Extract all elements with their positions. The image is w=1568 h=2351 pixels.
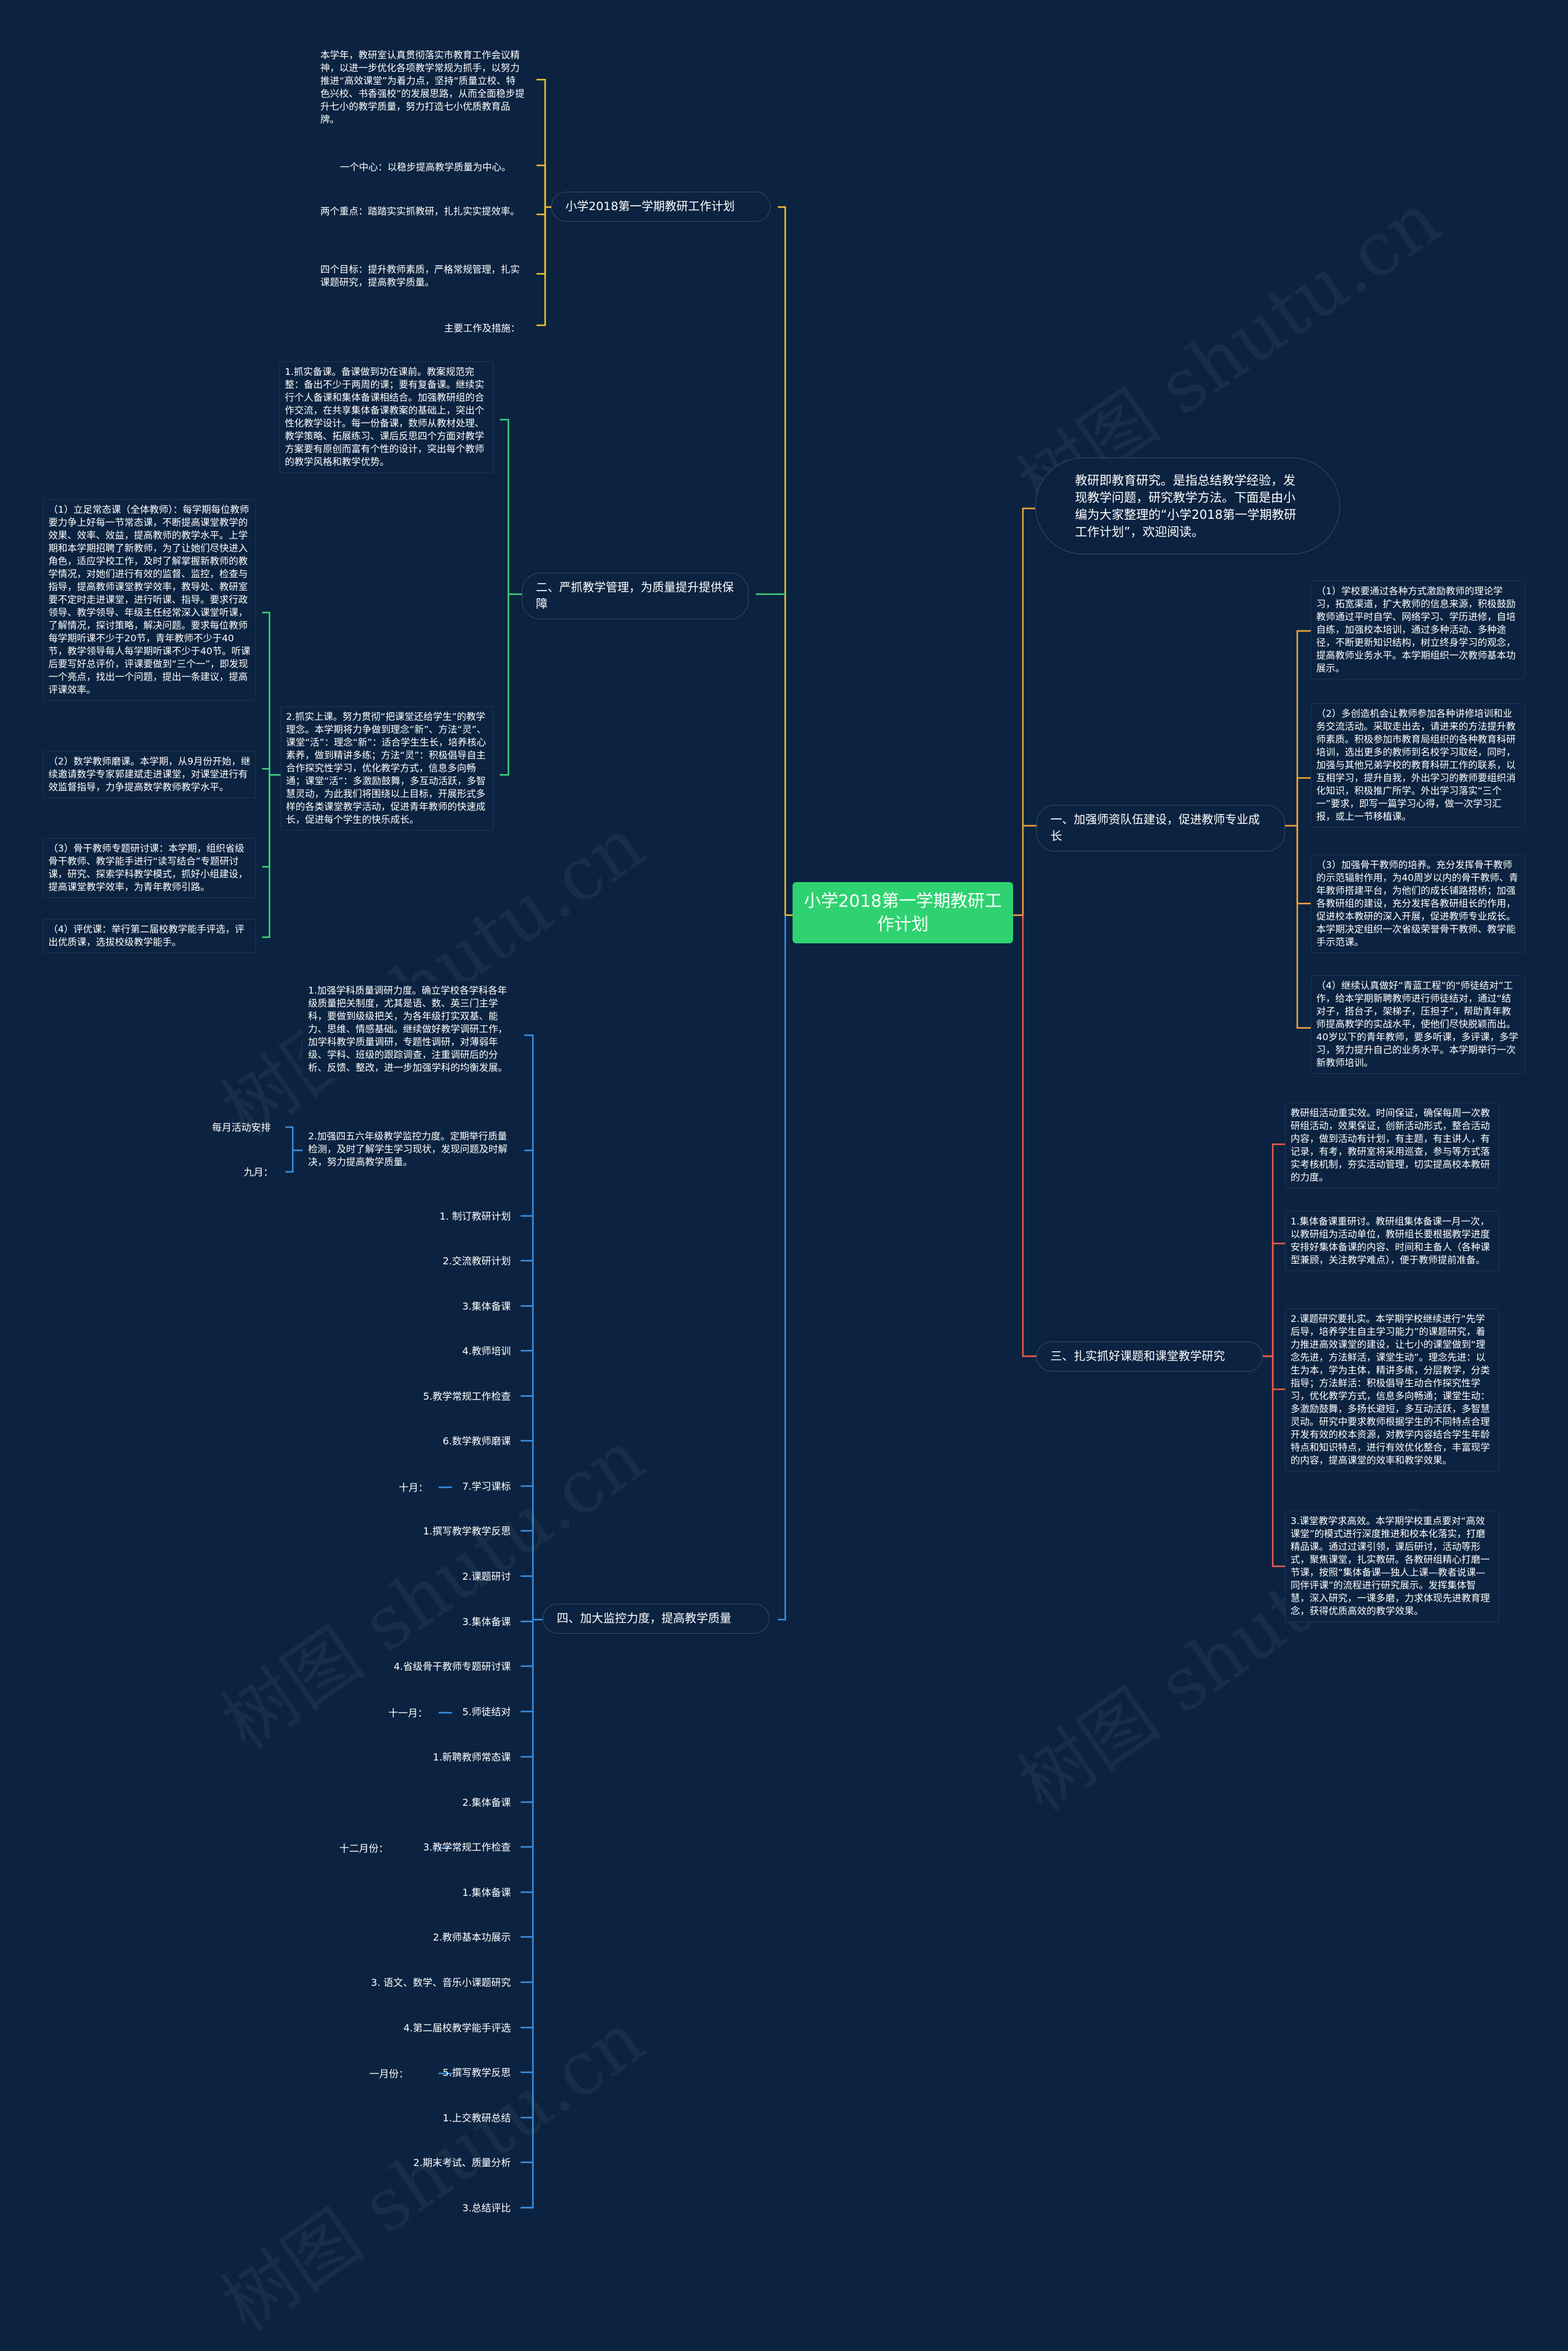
intro-node[interactable]: 教研即教育研究。是指总结教学经验，发现教学问题，研究教学方法。下面是由小编为大家… — [1035, 458, 1340, 554]
month-november-label: 十一月： — [388, 1707, 428, 1719]
link-plan-leaf — [537, 164, 546, 207]
schedule-item: 2.课题研讨 — [462, 1571, 511, 1582]
link-development-leaf — [1296, 777, 1311, 826]
link-month-label — [285, 1150, 294, 1173]
schedule-item: 3.集体备课 — [462, 1300, 511, 1312]
schedule-item: 3.总结评比 — [462, 2202, 511, 2214]
link-development-leaf — [1296, 826, 1311, 1029]
monthly-schedule-label: 每月活动安排 — [212, 1122, 271, 1133]
month-december-label: 十二月份： — [339, 1843, 389, 1854]
link-research-leaf — [1272, 1356, 1285, 1391]
backbone-seminar-text: （3）骨干教师专题研讨课：本学期，组织省级骨干教师、教学能手进行“读写结合”专题… — [43, 838, 256, 898]
root-topic[interactable]: 小学2018第一学期教研工作计划 — [793, 882, 1013, 943]
quality-research-text: 1.加强学科质量调研力度。确立学校各学科各年级质量把关制度，尤其是语、数、英三门… — [303, 981, 518, 1077]
schedule-item: 4.第二届校教学能手评选 — [403, 2022, 511, 2034]
schedule-item: 2.集体备课 — [462, 1797, 511, 1808]
grade-monitoring-text: 2.加强四五六年级教学监控力度。定期举行质量检测，及时了解学生学习现状，发现问题… — [303, 1127, 518, 1172]
schedule-item: 4.省级骨干教师专题研讨课 — [393, 1661, 511, 1672]
link-class-sub — [262, 775, 271, 868]
schedule-item: 5.师徒结对 — [462, 1706, 511, 1718]
plan-intro-text: 本学年，教研室认真贯彻落实市教育工作会议精神，以进一步优化各项教学常规为抓手，以… — [315, 46, 530, 129]
schedule-item: 2.交流教研计划 — [442, 1255, 511, 1267]
mindmap-canvas: 树图 shutu.cn 树图 shutu.cn 树图 shutu.cn 树图 s… — [43, 46, 1525, 2348]
plan-measures-text: 主要工作及措施： — [439, 319, 530, 338]
schedule-item: 2.教师基本功展示 — [432, 1931, 511, 1943]
link-development-leaf — [1296, 826, 1311, 905]
schedule-item: 5.教学常规工作检查 — [423, 1391, 511, 1402]
branch-teaching-management[interactable]: 二、严抓教学管理，为质量提升提供保障 — [522, 573, 748, 619]
link-plan-leaf — [537, 207, 546, 216]
link-research-leaf — [1272, 1242, 1285, 1356]
topic-research-text: 2.课题研究要扎实。本学期学校继续进行“先学后导，培养学生自主学习能力”的课题研… — [1285, 1308, 1499, 1471]
month-january-label: 一月份： — [369, 2068, 409, 2080]
plan-goals-text: 四个目标：提升教师素质，严格常规管理，扎实课题研究，提高教学质量。 — [315, 260, 530, 292]
month-september-label: 九月： — [244, 1166, 274, 1178]
group-activity-text: 教研组活动重实效。时间保证，确保每周一次教研组活动，效果保证，创新活动形式，整合… — [1285, 1103, 1499, 1188]
plan-center-text: 一个中心：以稳步提高教学质量为中心。 — [334, 158, 530, 177]
class-teaching-text: 2.抓实上课。努力贯彻“把课堂还给学生”的教学理念。本学期将力争做到理念“新”、… — [281, 706, 494, 831]
branch-teacher-development[interactable]: 一、加强师资队伍建设，促进教师专业成长 — [1036, 805, 1285, 851]
schedule-item: 6.数学教师磨课 — [442, 1435, 511, 1447]
schedule-item: 7.学习课标 — [462, 1481, 511, 1492]
link-root-monitoring — [778, 915, 786, 1621]
link-research-leaf — [1272, 1356, 1285, 1568]
schedule-item: 2.期末考试、质量分析 — [413, 2157, 511, 2168]
mentor-pairing-text: （4）继续认真做好“青蓝工程”的“师徒结对”工作，给本学期新聘教师进行师徒结对，… — [1311, 975, 1525, 1074]
math-polish-text: （2）数学教师磨课。本学期，从9月份开始，继续邀请数学专家郭建斌走进课堂，对课堂… — [43, 751, 256, 798]
link-development-leaf — [1285, 630, 1311, 827]
link-class-sub — [262, 611, 281, 776]
link-management-leaf — [500, 594, 510, 776]
schedule-item: 1.上交教研总结 — [442, 2112, 511, 2124]
link-research-leaf — [1263, 1143, 1285, 1357]
excellent-class-text: （4）评优课：举行第二届校教学能手评选，评出优质课，选拔校级教学能手。 — [43, 919, 256, 953]
link-class-sub — [262, 768, 271, 775]
schedule-item: 4.教师培训 — [462, 1345, 511, 1357]
link-class-sub — [262, 775, 271, 938]
link-monitoring-leaf — [521, 1620, 534, 2209]
branch-research[interactable]: 三、扎实抓好课题和课堂教学研究 — [1036, 1342, 1263, 1372]
schedule-item: 1.集体备课 — [462, 1887, 511, 1898]
schedule-item: 5.撰写教学反思 — [442, 2067, 511, 2078]
lesson-prep-text: 1.抓实备课。备课做到功在课前。教案规范完整：备出不少于两周的课；要有复备课。继… — [279, 361, 494, 473]
link-root-research — [1022, 915, 1036, 1357]
link-root-plan — [778, 206, 793, 916]
regular-class-text: （1）立足常态课（全体教师）：每学期每位教师要力争上好每一节常态课，不断提高课堂… — [43, 499, 256, 701]
schedule-item: 1. 制订教研计划 — [439, 1210, 511, 1222]
link-plan-leaf — [537, 207, 546, 275]
theory-study-text: （1）学校要通过各种方式激励教师的理论学习，拓宽渠道，扩大教师的信息来源，积极鼓… — [1311, 581, 1525, 679]
link-management-leaf — [500, 418, 522, 595]
link-monitoring-leaf — [524, 1034, 543, 1621]
collective-prep-text: 1.集体备课重研讨。教研组集体备课一月一次，以教研组为活动单位，教研组长要根据教… — [1285, 1211, 1499, 1271]
schedule-item: 1.新聘教师常态课 — [432, 1751, 511, 1763]
month-october-label: 十月： — [399, 1482, 429, 1493]
branch-plan[interactable]: 小学2018第一学期教研工作计划 — [551, 192, 771, 222]
training-exchange-text: （2）多创造机会让教师参加各种讲修培训和业务交流活动。采取走出去，请进来的方法提… — [1311, 703, 1525, 828]
link-root-intro — [1013, 507, 1035, 916]
link-month-label — [285, 1126, 303, 1152]
schedule-item: 3. 语文、数学、音乐小课题研究 — [371, 1977, 511, 1988]
branch-monitoring[interactable]: 四、加大监控力度，提高教学质量 — [543, 1604, 769, 1634]
schedule-item: 1.撰写教学教学反思 — [423, 1525, 511, 1537]
efficient-class-text: 3.课堂教学求高效。本学期学校重点要对“高效课堂”的模式进行深度推进和校本化落实… — [1285, 1511, 1499, 1622]
link-plan-leaf — [537, 207, 546, 326]
plan-focus-text: 两个重点：踏踏实实抓教研，扎扎实实提效率。 — [315, 202, 530, 221]
link-plan-leaf — [537, 78, 551, 208]
backbone-teacher-text: （3）加强骨干教师的培养。充分发挥骨干教师的示范辐射作用，为40周岁以内的骨干教… — [1311, 855, 1525, 953]
connector-lines — [262, 78, 1311, 2209]
schedule-item: 3.教学常规工作检查 — [423, 1841, 511, 1853]
schedule-item: 3.集体备课 — [462, 1616, 511, 1628]
